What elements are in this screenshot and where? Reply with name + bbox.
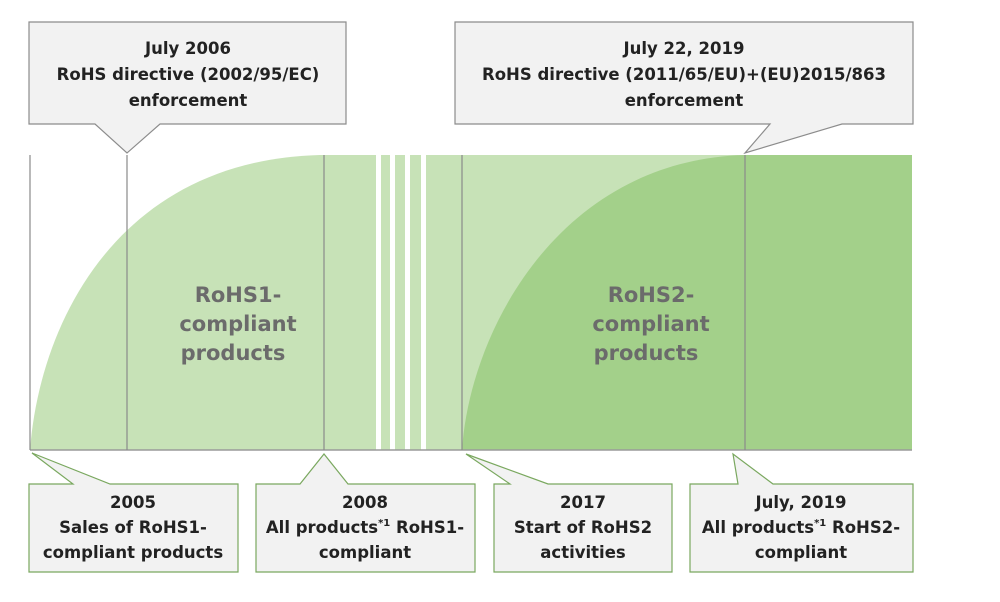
callout-july-2019: July, 2019 All products*1 RoHS2- complia… [689,452,914,573]
svg-text:RoHS directive (2002/95/EC): RoHS directive (2002/95/EC) [57,65,320,84]
svg-text:July 22, 2019: July 22, 2019 [623,39,745,58]
svg-text:RoHS2-: RoHS2- [608,283,695,307]
svg-text:Sales of RoHS1-: Sales of RoHS1- [59,518,207,537]
callout-2005: 2005 Sales of RoHS1- compliant products [28,452,239,573]
svg-text:July 2006: July 2006 [144,39,231,58]
svg-text:2008: 2008 [342,493,388,512]
svg-text:compliant: compliant [179,312,296,336]
timeline-dividers [29,155,746,450]
svg-text:2005: 2005 [110,493,156,512]
rohs1-label: RoHS1- compliant products [179,283,296,365]
svg-text:compliant: compliant [592,312,709,336]
svg-text:compliant: compliant [755,543,847,562]
svg-text:All products*1 RoHS2-: All products*1 RoHS2- [702,518,900,537]
rohs2-label: RoHS2- compliant products [592,283,709,365]
svg-text:compliant: compliant [319,543,411,562]
svg-text:July, 2019: July, 2019 [755,493,847,512]
svg-text:activities: activities [540,543,626,562]
rohs2-area [462,155,912,450]
svg-text:products: products [594,341,699,365]
callout-2017: 2017 Start of RoHS2 activities [465,453,673,573]
svg-text:RoHS1-: RoHS1- [195,283,282,307]
callout-july-2006: July 2006 RoHS directive (2002/95/EC) en… [28,21,347,154]
svg-text:enforcement: enforcement [625,91,744,110]
callout-july-22-2019: July 22, 2019 RoHS directive (2011/65/EU… [454,21,914,155]
svg-text:RoHS directive (2011/65/EU)+(E: RoHS directive (2011/65/EU)+(EU)2015/863 [482,65,886,84]
svg-text:All products*1 RoHS1-: All products*1 RoHS1- [266,518,464,537]
svg-text:2017: 2017 [560,493,606,512]
timeline-break [376,155,426,451]
svg-text:products: products [181,341,286,365]
svg-text:enforcement: enforcement [129,91,248,110]
callout-2008: 2008 All products*1 RoHS1- compliant [255,453,476,573]
svg-text:Start of RoHS2: Start of RoHS2 [514,518,652,537]
svg-text:compliant products: compliant products [43,543,223,562]
